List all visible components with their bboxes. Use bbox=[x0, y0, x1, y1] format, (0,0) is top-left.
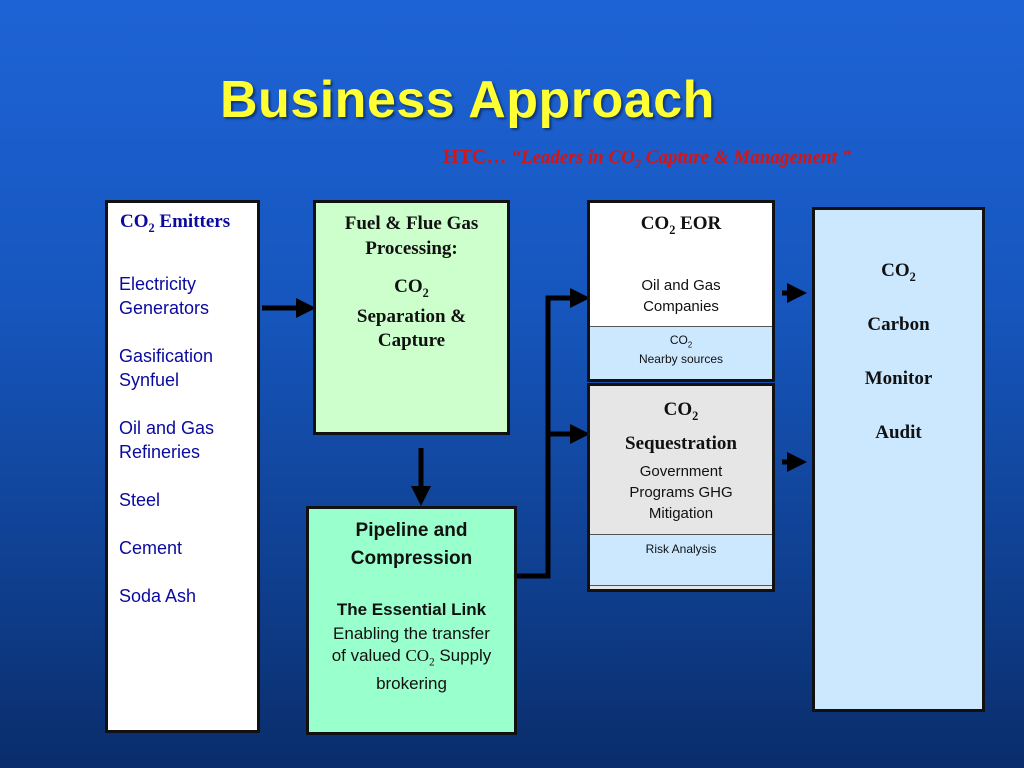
subtitle-prefix: HTC… bbox=[443, 146, 512, 168]
sequestration-subtext: Government Programs GHG Mitigation bbox=[629, 463, 733, 522]
fuel-header: Fuel & Flue Gas Processing: bbox=[344, 213, 479, 259]
list-item: Carbon bbox=[867, 314, 930, 335]
list-item: Soda Ash bbox=[119, 586, 197, 606]
connector-pipeline-branch bbox=[512, 295, 570, 579]
carbon-items: CO2 Carbon Monitor Audit bbox=[815, 260, 982, 476]
eor-subtext: Oil and Gas Companies bbox=[641, 277, 721, 315]
list-item: Audit bbox=[875, 422, 922, 443]
list-item: Monitor bbox=[864, 368, 933, 389]
pipeline-link-title: The Essential Link bbox=[336, 600, 487, 619]
subtitle-quote: “Leaders in CO2 Capture & Management ” bbox=[511, 147, 852, 171]
carbon-monitor-box: CO2 Carbon Monitor Audit bbox=[812, 207, 985, 712]
pipeline-header: Pipeline and Compression bbox=[350, 520, 473, 569]
eor-header: CO2 EOR bbox=[640, 213, 722, 237]
pipeline-box: Pipeline and Compression The Essential L… bbox=[306, 506, 517, 735]
sequestration-risk-analysis: Risk Analysis bbox=[590, 534, 772, 586]
list-item: CO2 bbox=[881, 260, 916, 284]
slide-title: Business Approach bbox=[220, 71, 715, 129]
sequestration-header: CO2 Sequestration bbox=[625, 399, 737, 454]
sequestration-box: CO2 Sequestration Government Programs GH… bbox=[587, 383, 775, 592]
pipeline-description: Enabling the transfer of valued CO2 Supp… bbox=[331, 624, 492, 694]
list-item: Cement bbox=[119, 538, 183, 558]
slide-subtitle: HTC… “Leaders in CO2 Capture & Managemen… bbox=[443, 146, 851, 172]
list-item: Steel bbox=[119, 490, 161, 510]
fuel-processing-box: Fuel & Flue Gas Processing: CO2 Separati… bbox=[313, 200, 510, 435]
fuel-body: CO2 Separation & Capture bbox=[356, 276, 467, 351]
emitters-header: CO2 Emitters bbox=[120, 211, 231, 235]
